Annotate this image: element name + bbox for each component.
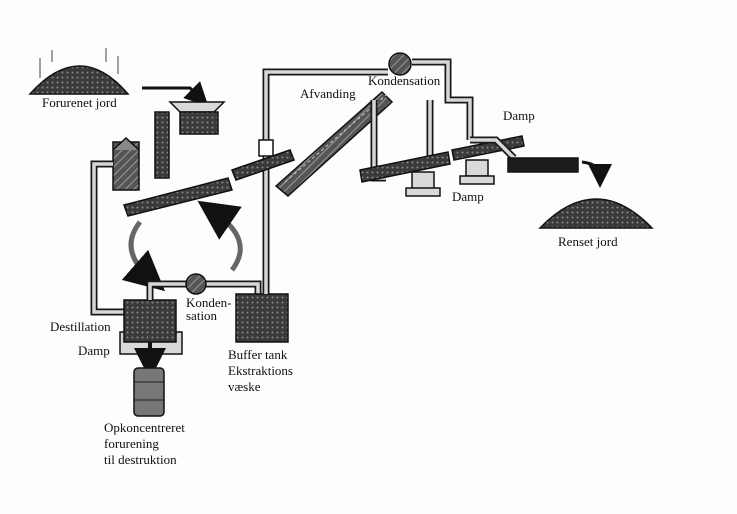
inclined-extractor [123,177,233,217]
label-cleaned-soil: Renset jord [558,234,618,249]
label-output-1: Opkoncentreret [104,420,185,435]
output-conveyor [507,157,579,173]
label-dewatering: Afvanding [300,86,356,101]
condenser-top [388,52,412,76]
dewatering-screw [274,90,394,197]
feed-arrow [142,81,209,107]
buffer-tank [235,293,289,343]
feed-column [154,111,170,179]
label-contaminated-soil: Forurenet jord [42,95,117,110]
label-condensation-mid-1: Konden- [186,295,232,310]
waste-drum [133,367,165,417]
label-condensation-top: Kondensation [368,73,441,88]
label-output-3: til destruktion [104,452,177,467]
label-buffer-1: Buffer tank [228,347,288,362]
feed-hopper [168,101,226,135]
label-output-2: forurening [104,436,159,451]
label-buffer-2: Ekstraktions [228,363,293,378]
label-steam-lower: Damp [452,189,484,204]
condenser-mid [185,273,207,295]
transfer-chute [231,149,295,181]
label-buffer-3: væske [228,379,261,394]
cleaned-soil-pile [538,198,654,229]
output-arrow [581,160,612,188]
extraction-vessel [112,136,140,191]
contaminated-soil-pile [28,48,130,95]
circulation-arrow-right [197,200,243,272]
dryer-1 [359,151,451,197]
circulation-arrow-left [121,220,166,292]
label-steam-right: Damp [503,108,535,123]
label-condensation-mid-2: sation [186,308,218,323]
label-distillation: Destillation [50,319,111,334]
label-steam-left: Damp [78,343,110,358]
valve-upper [258,139,274,157]
